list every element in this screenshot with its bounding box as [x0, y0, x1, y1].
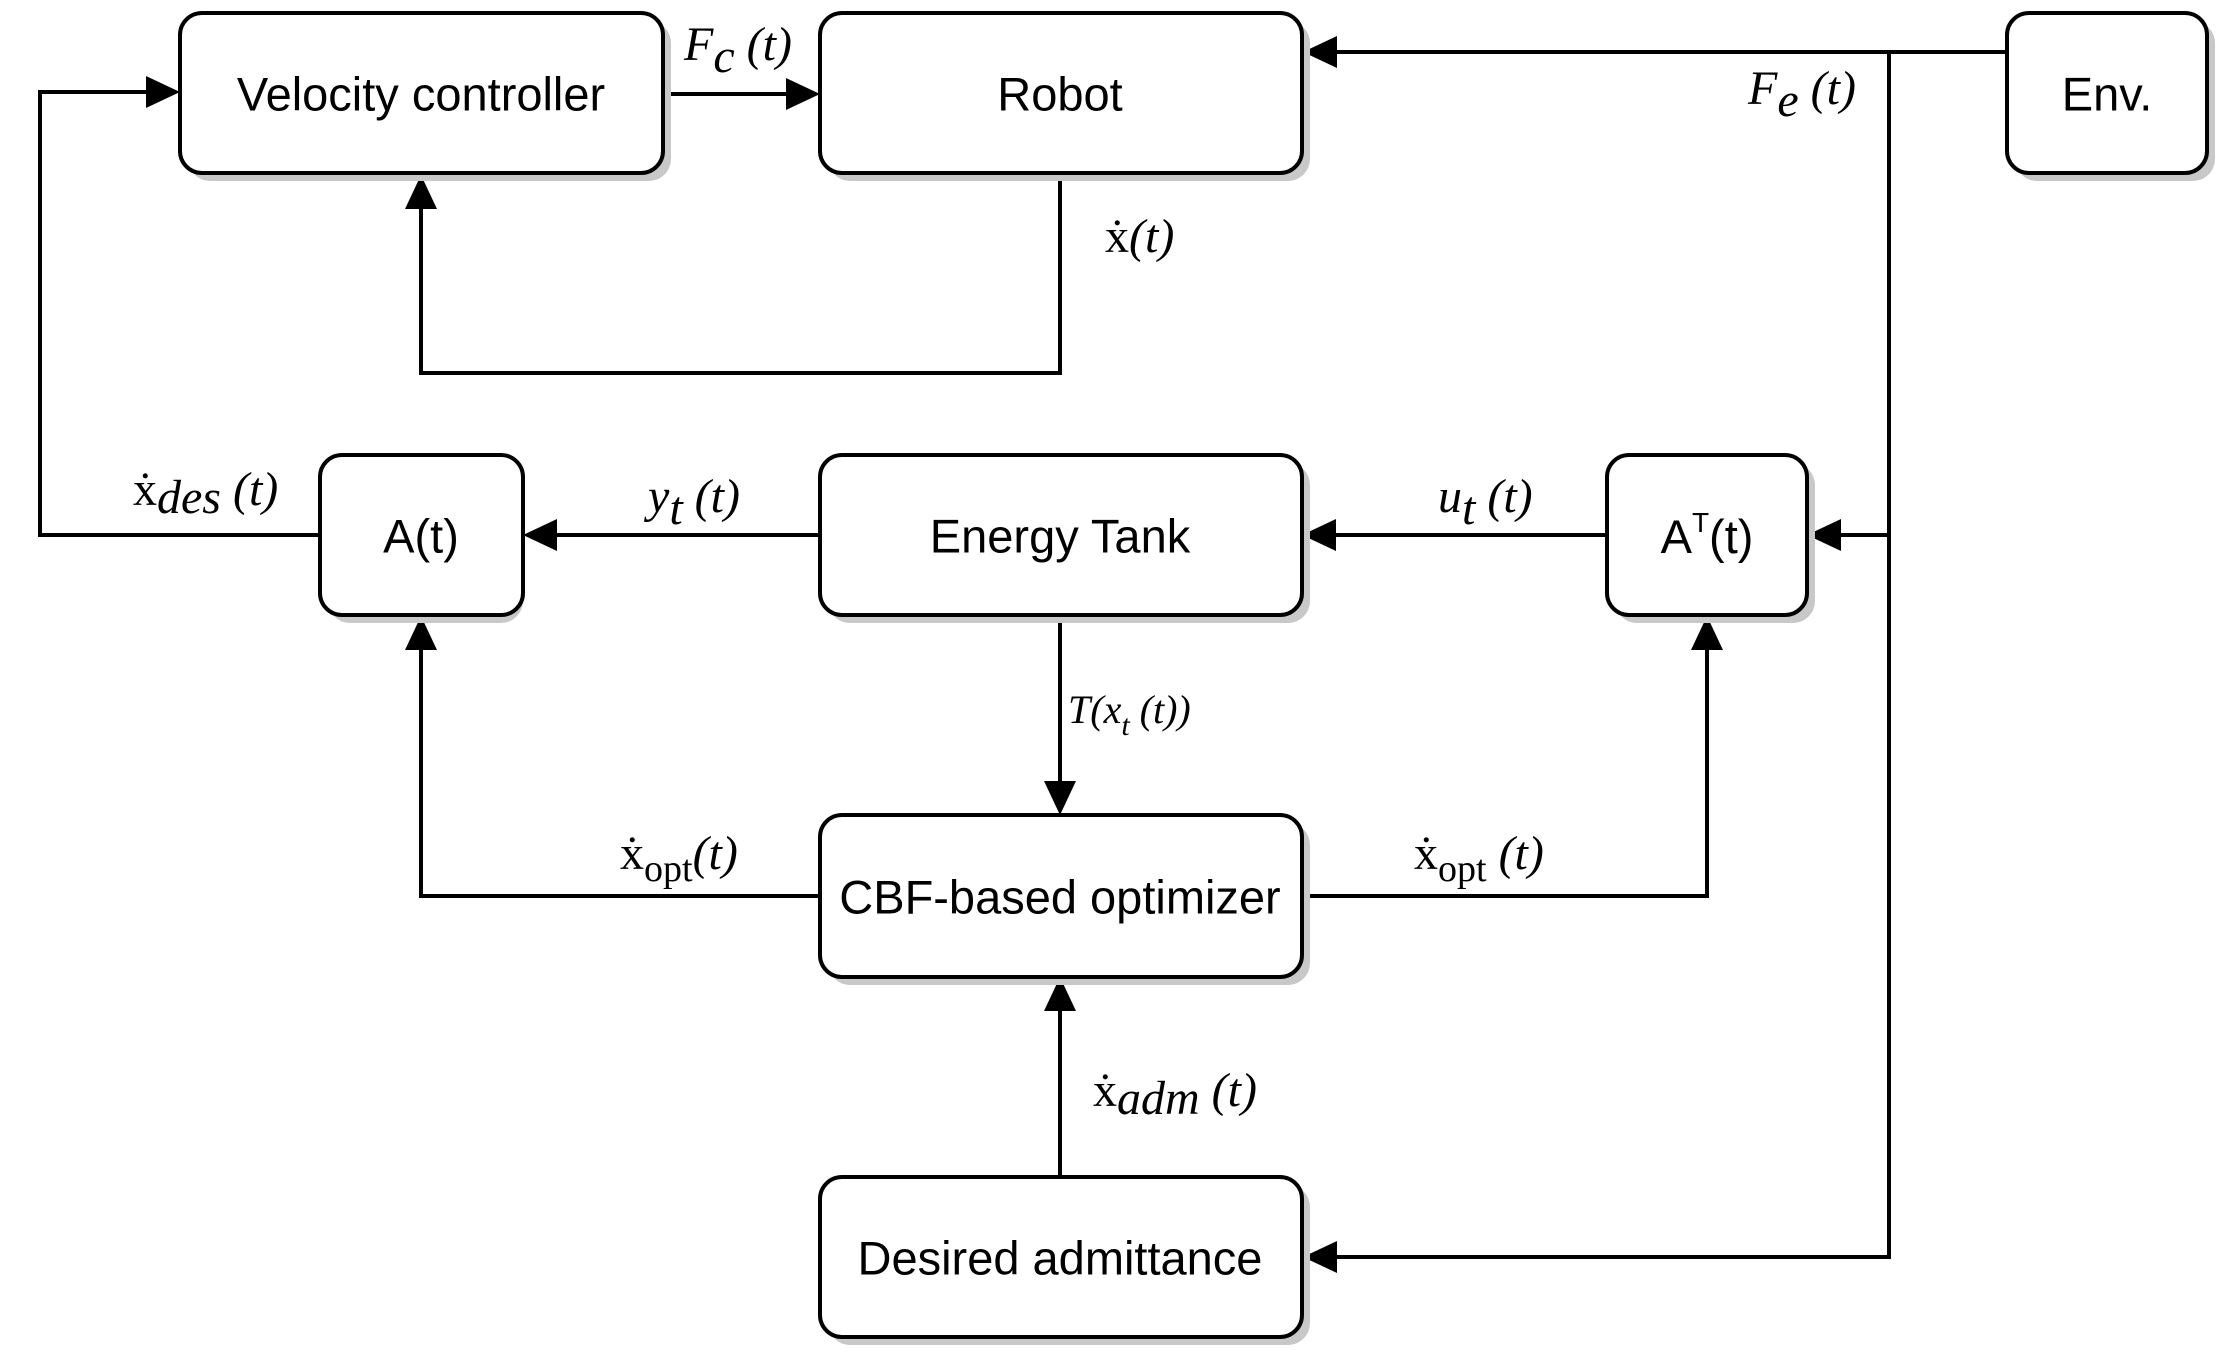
arrowhead-vc-left [146, 76, 180, 108]
velocity-controller-block: Velocity controller [178, 11, 671, 181]
a-transpose-sup: T [1692, 507, 1709, 538]
arrowhead-at-right [1807, 519, 1841, 551]
a-transpose-arg: (t) [1709, 510, 1753, 563]
arrowhead-at-bottom [1691, 616, 1723, 650]
arrowhead-robot-left [786, 78, 820, 110]
arrowhead-a-bottom [405, 616, 437, 650]
robot-block: Robot [818, 11, 1310, 181]
robot-label: Robot [997, 68, 1122, 121]
a-block: A(t) [318, 453, 525, 623]
wire-xdot-des [38, 90, 320, 537]
arrowhead-tank-right [1302, 519, 1336, 551]
label-xdot-des: ẋdes (t) [133, 463, 278, 524]
a-transpose-block: AT(t) [1605, 453, 1815, 623]
desired-admittance-block: Desired admittance [818, 1175, 1310, 1345]
label-y-t: yt (t) [643, 470, 740, 535]
label-u-t: ut (t) [1438, 470, 1533, 535]
label-xdot-opt-right: ẋopt (t) [1414, 827, 1544, 890]
label-xdot-adm: ẋadm (t) [1093, 1064, 1257, 1125]
arrowhead-a-right [523, 519, 557, 551]
wire-fe-bus [1337, 52, 1891, 1259]
label-fc: Fc (t) [683, 18, 792, 83]
energy-tank-label: Energy Tank [930, 510, 1191, 563]
energy-tank-block: Energy Tank [818, 453, 1310, 623]
wire-cbf-to-at [1302, 650, 1709, 898]
arrowhead-cbf-bottom [1044, 977, 1076, 1011]
connections [38, 36, 2007, 1273]
arrowhead-admittance [1303, 1241, 1337, 1273]
env-block: Env. [2005, 11, 2215, 181]
cbf-optimizer-label: CBF-based optimizer [839, 871, 1280, 924]
label-tank-energy: T(xt (t)) [1068, 687, 1191, 742]
wire-cbf-to-a [419, 650, 820, 898]
arrowhead-vc-bottom [405, 175, 437, 209]
a-transpose-label: AT(t) [1661, 507, 1754, 563]
velocity-controller-label: Velocity controller [237, 68, 605, 121]
arrowhead-robot-right [1303, 36, 1337, 68]
env-label: Env. [2062, 68, 2153, 121]
label-fe: Fe (t) [1747, 62, 1856, 127]
label-xdot-opt-left: ẋopt(t) [620, 827, 738, 890]
a-transpose-base: A [1661, 510, 1693, 563]
desired-admittance-label: Desired admittance [858, 1232, 1263, 1285]
a-label: A(t) [383, 510, 459, 563]
label-xdot: ẋ(t) [1105, 210, 1174, 263]
cbf-optimizer-block: CBF-based optimizer [818, 813, 1310, 985]
arrowhead-cbf-top [1044, 781, 1076, 815]
wire-xdot-feedback [419, 173, 1062, 375]
